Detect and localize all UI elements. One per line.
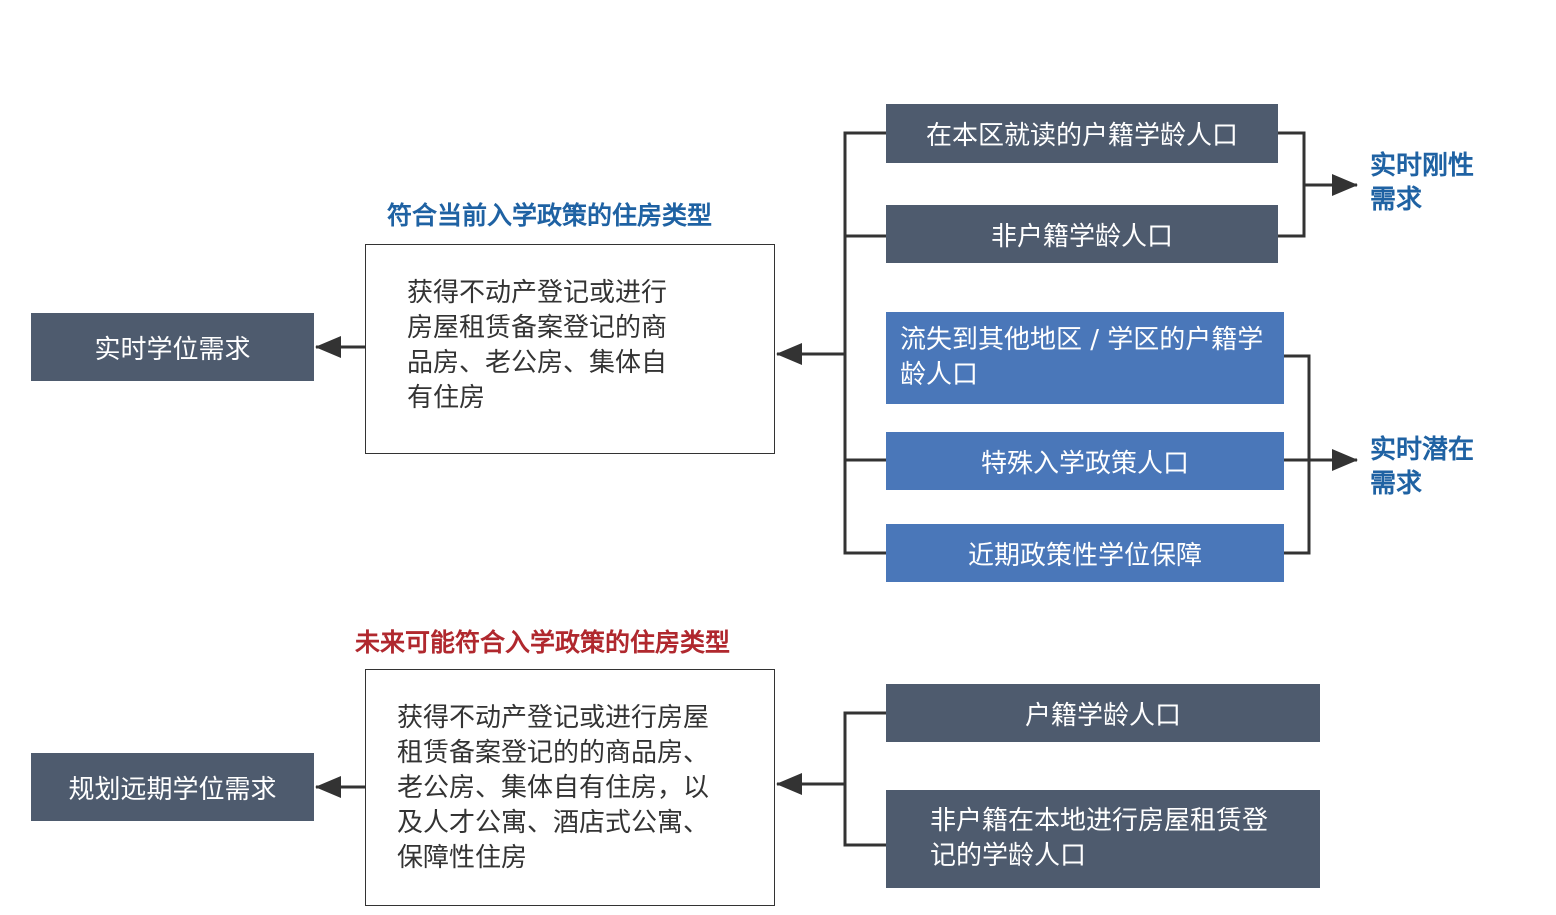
text-line: 租赁备案登记的的商品房、: [397, 738, 710, 768]
text-line: 获得不动产登记或进行: [407, 278, 668, 308]
text-line: 及人才公寓、酒店式公寓、: [397, 808, 710, 838]
bracket-bottom-left: [843, 711, 886, 847]
source-box: 非户籍学龄人口: [886, 205, 1278, 263]
source-box: 户籍学龄人口: [886, 684, 1320, 742]
source-box: 近期政策性学位保障: [886, 524, 1284, 582]
text-line: 保障性住房: [397, 843, 528, 873]
top-housing-box: 获得不动产登记或进行 房屋租赁备案登记的商 品房、老公房、集体自 有住房: [365, 244, 775, 454]
top-title: 符合当前入学政策的住房类型: [387, 201, 713, 230]
bracket-rigid: [1278, 131, 1306, 238]
source-box: 在本区就读的户籍学龄人口: [886, 104, 1278, 163]
bracket-latent: [1284, 354, 1311, 555]
bottom-housing-box: 获得不动产登记或进行房屋 租赁备案登记的的商品房、 老公房、集体自有住房，以 及…: [365, 669, 775, 906]
bracket-top-left: [843, 131, 886, 555]
source-box: 特殊入学政策人口: [886, 432, 1284, 490]
latent-demand-label: 实时潜在需求: [1370, 435, 1475, 499]
text-line: 获得不动产登记或进行房屋: [397, 703, 710, 733]
source-box: 流失到其他地区 / 学区的户籍学龄人口: [886, 312, 1284, 404]
text-line: 房屋租赁备案登记的商: [407, 313, 668, 343]
bottom-title: 未来可能符合入学政策的住房类型: [355, 628, 731, 657]
planned-demand-box: 规划远期学位需求: [31, 753, 314, 821]
text-line: 有住房: [407, 383, 486, 413]
source-box: 非户籍在本地进行房屋租赁登记的学龄人口: [886, 790, 1320, 888]
rigid-demand-label: 实时刚性需求: [1370, 151, 1475, 215]
realtime-demand-box: 实时学位需求: [31, 313, 314, 381]
text-line: 品房、老公房、集体自: [407, 348, 668, 378]
text-line: 老公房、集体自有住房，以: [397, 773, 710, 803]
